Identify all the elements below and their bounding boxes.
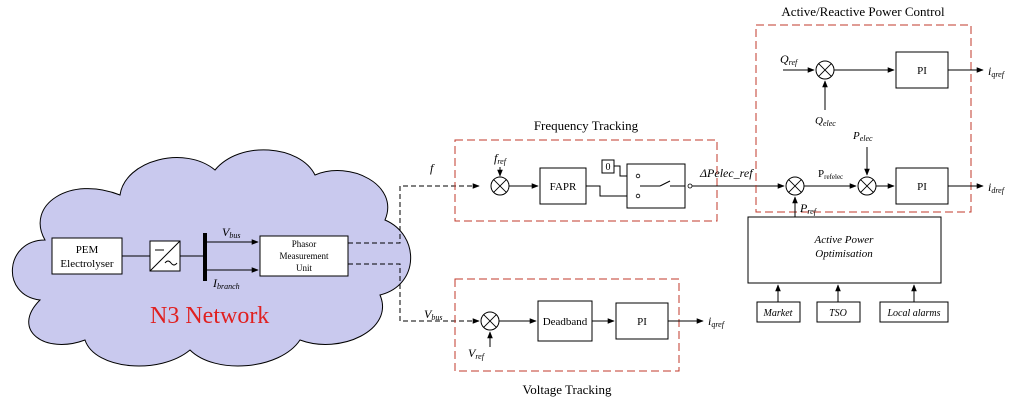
pem-electrolyser-block: PEM Electrolyser <box>51 237 123 275</box>
p-pi-block: PI <box>895 167 949 205</box>
q-pi-block: PI <box>895 51 949 89</box>
frequency-signal-line <box>348 183 480 244</box>
fapr-block: FAPR <box>539 167 587 205</box>
voltage-iqref-label: iqref <box>708 314 726 329</box>
q-summing-junction <box>815 60 835 80</box>
fref-label: fref <box>494 151 508 166</box>
fapr-to-switch-line <box>586 185 634 197</box>
fapr-label: FAPR <box>550 181 577 193</box>
optimisation-label-line2: Optimisation <box>815 248 873 260</box>
frequency-tracking-region <box>454 139 718 222</box>
local-alarms-label: Local alarms <box>886 308 940 319</box>
pmu-label-line3: Unit <box>296 263 313 273</box>
vbus-label: Vbus <box>222 225 240 240</box>
p-summing-junction-1 <box>785 176 805 196</box>
local-alarms-input-block: Local alarms <box>879 301 949 323</box>
pem-label-line1: PEM <box>76 244 99 256</box>
idref-label: idref <box>988 180 1006 195</box>
f-label: f <box>430 161 435 175</box>
deadband-label: Deadband <box>543 316 588 328</box>
pelec-label: Pelec <box>852 130 873 143</box>
voltage-tracking-region <box>454 278 680 372</box>
delta-pelec-ref-label: ΔPelec_ref <box>699 166 754 180</box>
tso-input-block: TSO <box>816 301 861 323</box>
prefelec-label: Prefelec <box>818 168 843 181</box>
iqref-label: iqref <box>988 64 1006 79</box>
voltage-pi-block: PI <box>615 302 669 340</box>
vbus-signal-label: Vbus <box>424 307 442 322</box>
tso-label: TSO <box>829 308 847 319</box>
network-label: N3 Network <box>150 303 269 329</box>
switch-block <box>626 163 686 209</box>
voltage-summing-junction <box>480 311 500 331</box>
pem-label-line2: Electrolyser <box>60 258 113 270</box>
active-power-optimisation-block: Active Power Optimisation <box>747 216 942 284</box>
voltage-tracking-title: Voltage Tracking <box>523 382 612 397</box>
voltage-signal-line <box>348 263 480 324</box>
switch-output-node <box>687 183 693 189</box>
frequency-tracking-title: Frequency Tracking <box>534 118 639 133</box>
power-control-title: Active/Reactive Power Control <box>781 4 945 19</box>
frequency-summing-junction <box>490 176 510 196</box>
q-pi-label: PI <box>917 65 927 77</box>
pmu-label-line2: Measurement <box>280 251 329 261</box>
optimisation-label-line1: Active Power <box>814 234 875 246</box>
ibranch-label: Ibranch <box>212 276 240 291</box>
phasor-measurement-unit-block: Phasor Measurement Unit <box>259 235 349 277</box>
market-input-block: Market <box>756 301 801 323</box>
pmu-label-line1: Phasor <box>292 239 317 249</box>
vref-label: Vref <box>468 346 486 361</box>
voltage-pi-label: PI <box>637 316 647 328</box>
market-label: Market <box>763 308 793 319</box>
converter-icon <box>149 240 181 272</box>
cloud-shape <box>12 149 412 367</box>
p-summing-junction-2 <box>857 176 877 196</box>
n3-network-cloud: N3 Network <box>12 149 412 367</box>
p-pi-label: PI <box>917 181 927 193</box>
deadband-block: Deadband <box>537 300 593 342</box>
power-control-region <box>755 24 972 213</box>
pref-label: Pref <box>799 201 818 216</box>
qref-label: Qref <box>780 52 799 67</box>
qelec-label: Qelec <box>815 115 836 128</box>
zero-constant-label: 0 <box>606 162 611 173</box>
